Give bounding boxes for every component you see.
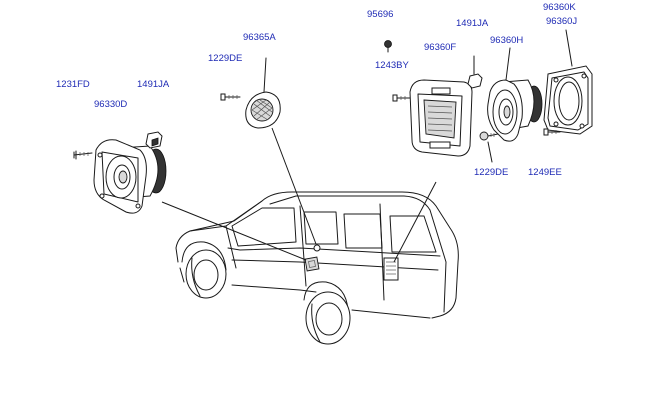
label-96360j: 96360J	[546, 16, 577, 27]
rear-speaker-96360h	[487, 47, 543, 142]
label-96330d: 96330D	[94, 99, 127, 110]
label-1231fd: 1231FD	[56, 79, 90, 90]
label-1243by: 1243BY	[375, 60, 409, 71]
screw-1249ee	[543, 128, 561, 136]
label-96365a: 96365A	[243, 32, 276, 43]
rear-grille-96360f	[409, 79, 473, 157]
screw-1243by	[392, 94, 411, 102]
label-96360h: 96360H	[490, 35, 523, 46]
screw-95696	[384, 40, 392, 53]
label-1229de-bottom: 1229DE	[474, 167, 508, 178]
label-1229de-top: 1229DE	[208, 53, 242, 64]
part-labels: 1231FD 1491JA 96330D 1229DE 96365A 95696…	[56, 2, 577, 178]
label-96360k: 96360K	[543, 2, 576, 13]
screw-1231fd	[73, 150, 93, 160]
screw-1229de-top	[220, 93, 241, 101]
clip-1491ja-right	[467, 55, 483, 89]
leader-lines	[161, 127, 437, 263]
label-1491ja-right: 1491JA	[456, 18, 489, 29]
label-96360f: 96360F	[424, 42, 456, 53]
label-1249ee: 1249EE	[528, 167, 562, 178]
clip-1491ja-left	[145, 131, 163, 149]
speaker-bracket-96360k-j	[543, 29, 593, 135]
screw-1229de-bottom	[479, 131, 499, 163]
label-95696: 95696	[367, 9, 393, 20]
tweeter-96365a	[245, 57, 281, 129]
label-1491ja-left: 1491JA	[137, 79, 170, 90]
vehicle-outline	[175, 191, 459, 345]
door-speaker-96330d	[93, 139, 167, 214]
